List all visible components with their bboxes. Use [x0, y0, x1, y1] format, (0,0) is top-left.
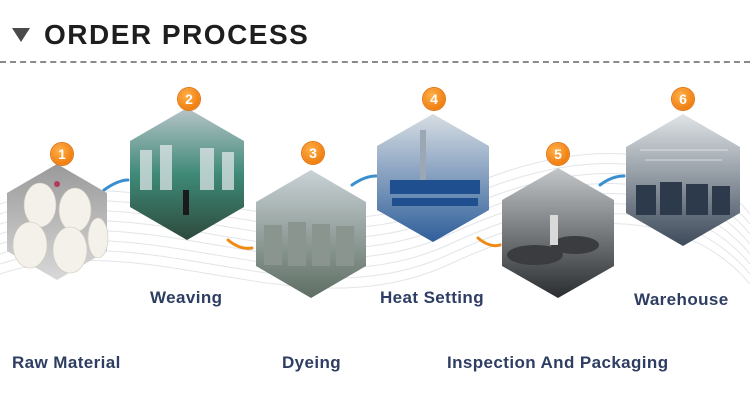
step-label-dyeing: Dyeing [282, 353, 342, 372]
step-badge-6: 6 [672, 88, 694, 110]
hex-dyeing [256, 170, 366, 298]
step-label-raw-material: Raw Material [12, 353, 121, 372]
hex-heat-setting [377, 114, 489, 242]
connector-3-4 [350, 174, 378, 187]
connector-4-5 [476, 236, 502, 248]
hex-raw-material [7, 164, 109, 280]
section-header: ORDER PROCESS [0, 14, 750, 54]
step-label-heat-setting: Heat Setting [380, 288, 484, 307]
step-label-warehouse: Warehouse [634, 290, 729, 309]
hex-inspection-packaging [502, 168, 614, 298]
step-badge-1: 1 [51, 143, 73, 165]
step-badge-5: 5 [547, 143, 569, 165]
step-badge-2: 2 [178, 88, 200, 110]
page-title: ORDER PROCESS [44, 19, 310, 50]
connector-2-3 [226, 238, 254, 250]
connector-1-2 [102, 178, 130, 192]
step-badge-3: 3 [302, 142, 324, 164]
step-label-inspection-packaging: Inspection And Packaging [447, 353, 669, 372]
step-badge-4: 4 [423, 88, 445, 110]
hex-warehouse [626, 114, 740, 246]
step-label-weaving: Weaving [150, 288, 223, 307]
dashed-divider [0, 61, 750, 63]
connector-5-6 [598, 174, 626, 187]
triangle-down-icon [12, 28, 30, 42]
hex-weaving [130, 108, 244, 240]
